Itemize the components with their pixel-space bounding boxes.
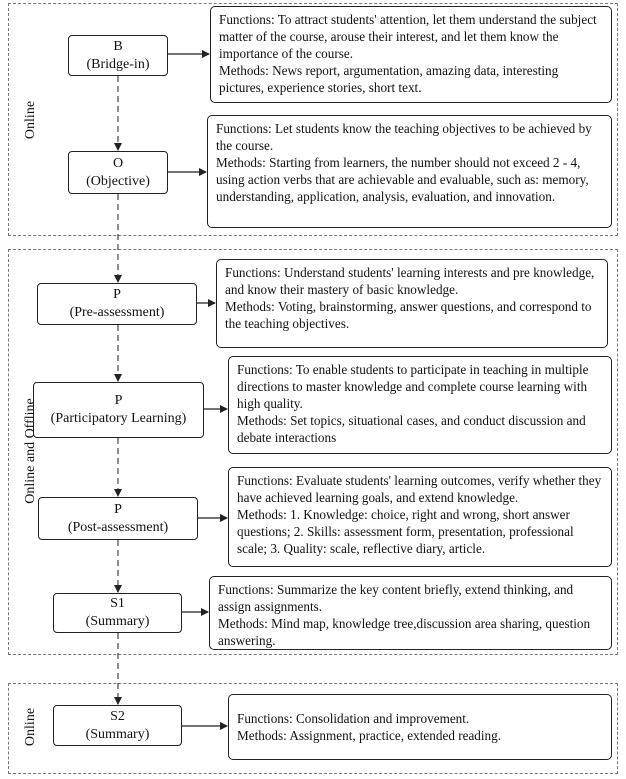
desc-methods: Methods: Voting, brainstorming, answer q… — [225, 299, 592, 331]
desc-functions: Functions: Summarize the key content bri… — [218, 582, 574, 614]
desc-objective: Functions: Let students know the teachin… — [207, 115, 612, 228]
node-code: S1 — [110, 596, 125, 611]
node-name: (Participatory Learning) — [50, 411, 187, 426]
node-summary-s2: S2 (Summary) — [53, 705, 182, 746]
desc-methods: Methods: Set topics, situational cases, … — [237, 413, 586, 445]
section-online-top — [8, 3, 618, 236]
node-code: S2 — [110, 708, 125, 724]
node-post-assessment: P (Post-assessment) — [38, 497, 198, 540]
node-code: P — [114, 501, 122, 517]
desc-participatory-learning: Functions: To enable students to partici… — [228, 356, 612, 454]
desc-functions: Functions: Understand students' learning… — [225, 265, 595, 297]
desc-methods: Methods: Starting from learners, the num… — [216, 155, 589, 204]
desc-methods: Methods: Assignment, practice, extended … — [237, 728, 502, 743]
node-name: (Pre-assessment) — [69, 305, 165, 320]
desc-post-assessment: Functions: Evaluate students' learning o… — [228, 467, 612, 567]
node-code: B — [113, 38, 123, 54]
node-pre-assessment: P (Pre-assessment) — [37, 283, 197, 325]
node-bridge-in: B (Bridge-in) — [68, 35, 168, 76]
desc-methods: Methods: News report, argumentation, ama… — [219, 63, 559, 95]
desc-summary-s1: Functions: Summarize the key content bri… — [209, 576, 612, 650]
desc-functions: Functions: Let students know the teachin… — [216, 121, 592, 153]
node-name: (Bridge-in) — [86, 56, 150, 72]
desc-pre-assessment: Functions: Understand students' learning… — [216, 259, 608, 348]
node-code: P — [114, 393, 123, 408]
node-name: (Post-assessment) — [67, 519, 169, 535]
desc-functions: Functions: Consolidation and improvement… — [237, 711, 470, 726]
section-online-bottom — [8, 683, 618, 774]
desc-methods: Methods: 1. Knowledge: choice, right and… — [237, 507, 574, 556]
node-code: O — [112, 155, 124, 171]
desc-summary-s2: Functions: Consolidation and improvement… — [228, 694, 612, 760]
desc-methods: Methods: Mind map, knowledge tree,discus… — [218, 616, 591, 648]
section-online-offline — [8, 249, 618, 655]
node-name: (Summary) — [85, 614, 150, 629]
desc-functions: Functions: To enable students to partici… — [237, 362, 589, 411]
node-summary-s1: S1 (Summary) — [53, 593, 182, 633]
node-name: (Objective) — [86, 173, 150, 189]
node-objective: O (Objective) — [68, 151, 168, 194]
desc-bridge-in: Functions: To attract students' attentio… — [210, 6, 612, 103]
desc-functions: Functions: To attract students' attentio… — [219, 12, 597, 61]
desc-functions: Functions: Evaluate students' learning o… — [237, 473, 602, 505]
node-participatory-learning: P (Participatory Learning) — [33, 382, 204, 438]
node-name: (Summary) — [85, 726, 150, 742]
node-code: P — [113, 287, 121, 302]
